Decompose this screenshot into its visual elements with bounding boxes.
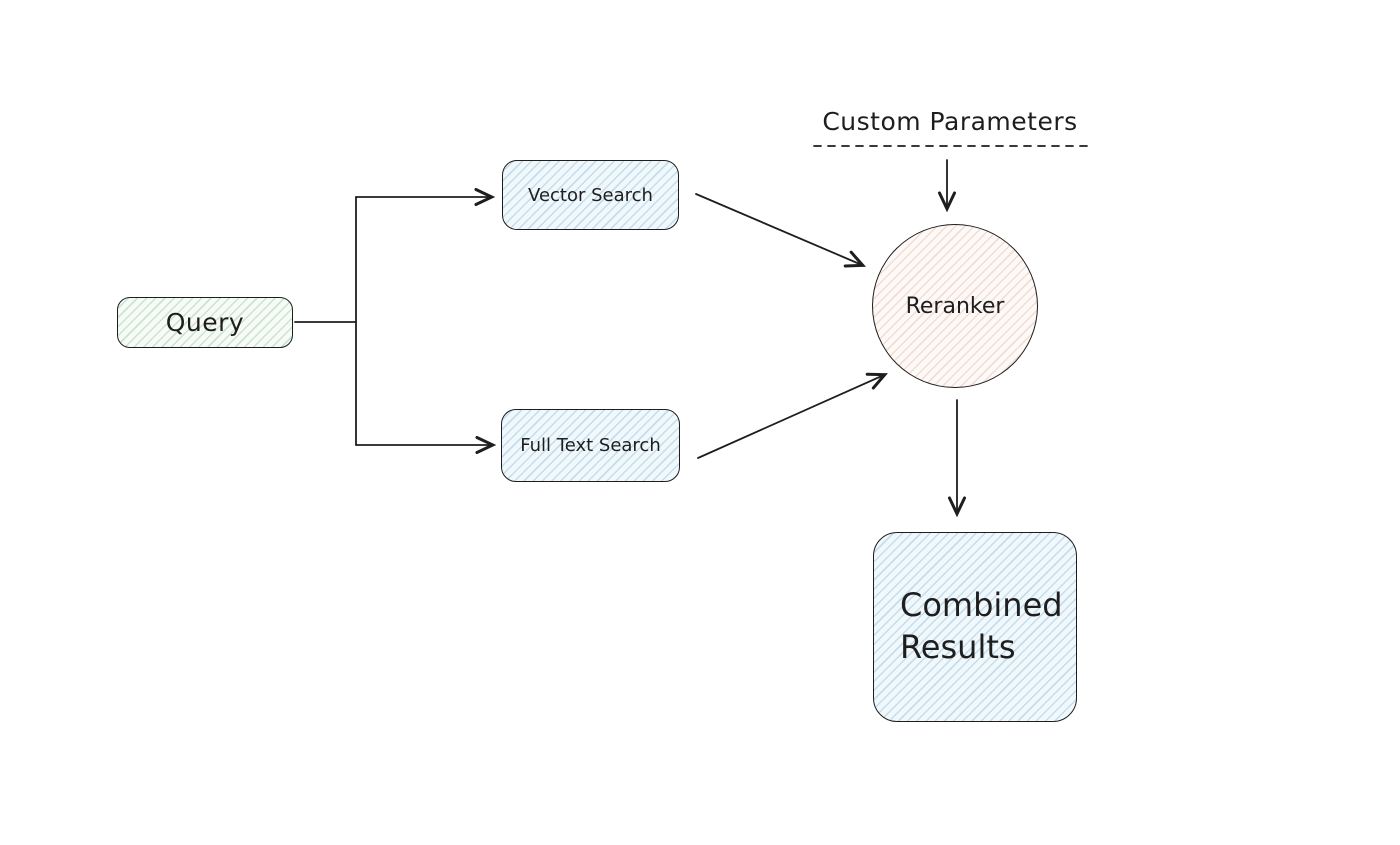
- node-combined-results: Combined Results: [873, 532, 1077, 722]
- node-full-text-search-label: Full Text Search: [520, 435, 661, 456]
- node-reranker: Reranker: [872, 224, 1038, 388]
- node-vector-search: Vector Search: [502, 160, 679, 230]
- node-full-text-search: Full Text Search: [501, 409, 680, 482]
- custom-parameters-annotation: Custom Parameters: [800, 107, 1100, 136]
- edge-vector-search-to-reranker: [695, 193, 862, 265]
- node-query: Query: [117, 297, 293, 348]
- edge-full-text-search-to-reranker: [697, 375, 884, 459]
- custom-parameters-label: Custom Parameters: [822, 107, 1078, 136]
- node-vector-search-label: Vector Search: [528, 184, 653, 206]
- node-reranker-label: Reranker: [905, 293, 1005, 319]
- node-query-label: Query: [165, 308, 245, 337]
- node-combined-results-label: Combined Results: [900, 586, 1063, 666]
